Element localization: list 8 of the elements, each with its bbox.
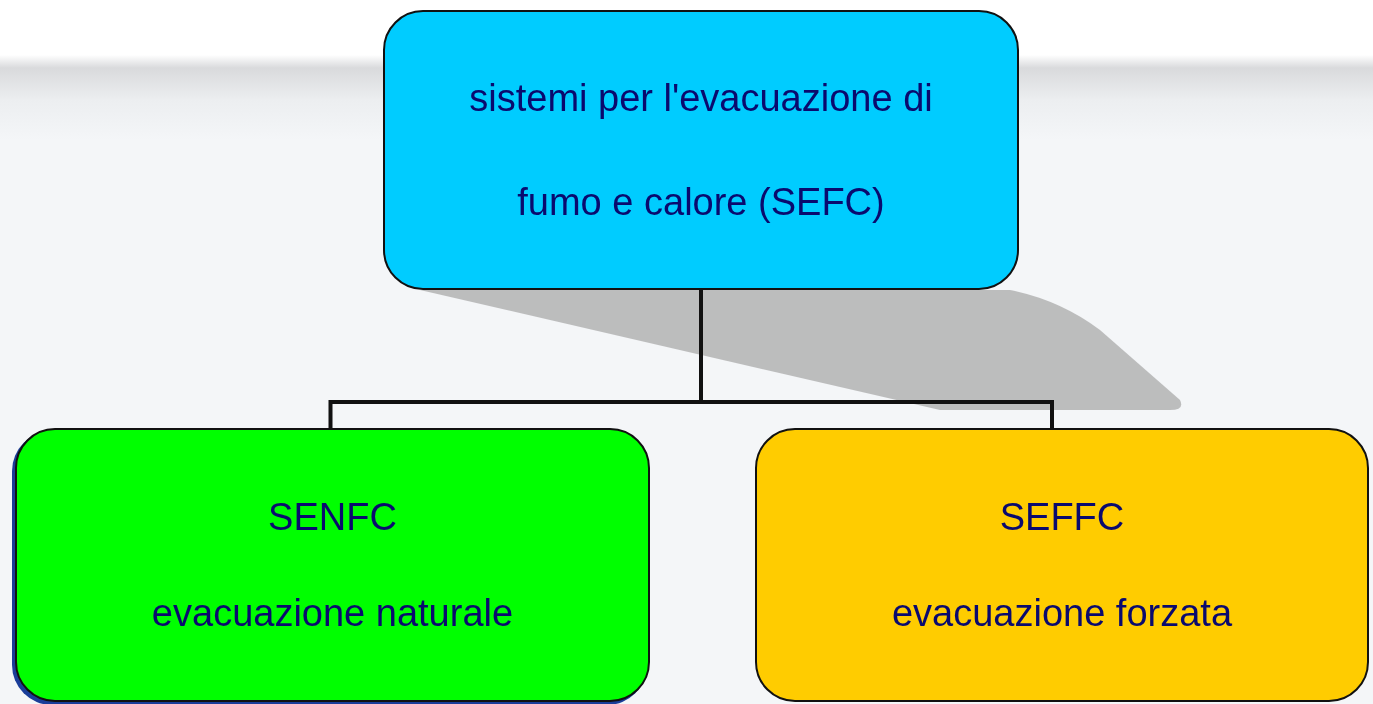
box-text: evacuazione forzata [890,591,1234,636]
rounded-box [15,428,650,702]
rounded-box [755,428,1369,702]
box-text: evacuazione naturale [150,591,515,636]
box-heading: SENFC [267,495,398,540]
rounded-box [383,10,1019,290]
box-text: sistemi per l'evacuazione di fumo e calore (SEFC) [468,76,934,225]
box-heading: SEFFC [998,495,1126,540]
